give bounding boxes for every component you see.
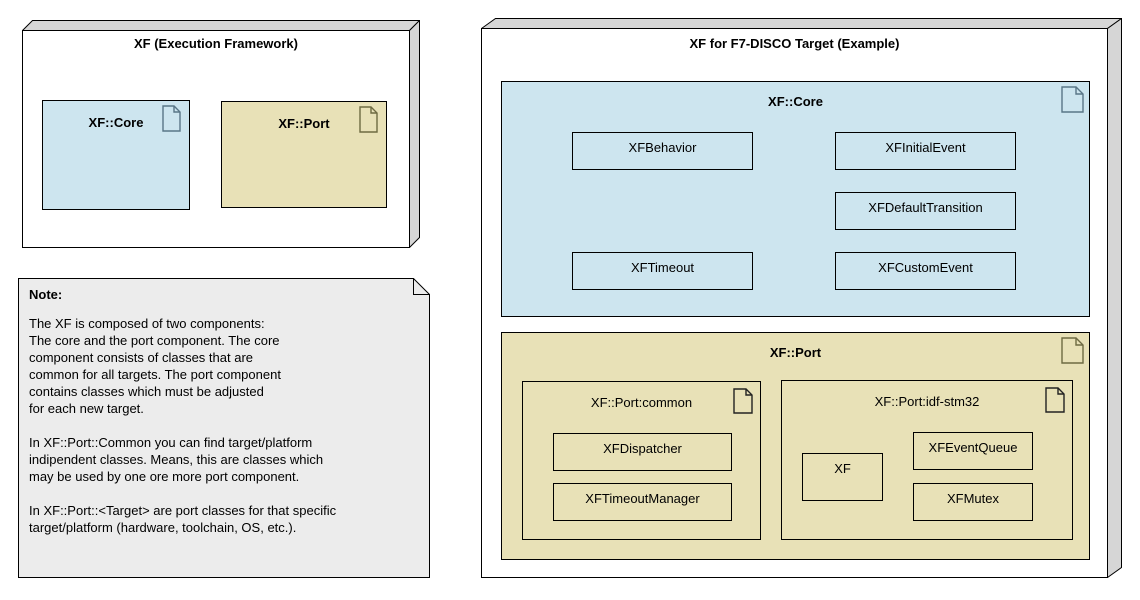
note-document-icon — [1061, 86, 1084, 113]
note-document-icon — [1045, 387, 1065, 413]
class-xfeventqueue: XFEventQueue — [913, 432, 1033, 470]
package-xf-core: XF::Core XFBehavior XFInitialEvent XFDef… — [501, 81, 1090, 317]
class-xfinitialevent: XFInitialEvent — [835, 132, 1016, 170]
node-title-f7-disco: XF for F7-DISCO Target (Example) — [689, 36, 900, 51]
node-title-execution-framework: XF (Execution Framework) — [134, 36, 298, 51]
class-xftimeoutmanager: XFTimeoutManager — [553, 483, 732, 521]
package-xf-port-idf-stm32-title: XF::Port:idf-stm32 — [874, 394, 980, 409]
note-document-icon — [359, 106, 378, 133]
package-xf-core-title: XF::Core — [768, 94, 823, 109]
class-xf: XF — [802, 453, 883, 501]
component-xf-core: XF::Core — [42, 100, 190, 210]
note-heading: Note: — [29, 287, 63, 302]
package-xf-port-idf-stm32: XF::Port:idf-stm32 XF XFEventQueue XFMut… — [781, 380, 1073, 540]
component-xf-port-label: XF::Port — [278, 116, 330, 131]
note-document-icon — [162, 105, 181, 132]
class-xfbehavior: XFBehavior — [572, 132, 753, 170]
package-xf-port-title: XF::Port — [769, 345, 822, 360]
node-execution-framework: XF (Execution Framework) XF::Core XF::Po… — [22, 20, 420, 248]
package-xf-port-common: XF::Port:common XFDispatcher XFTimeoutMa… — [522, 381, 761, 540]
package-xf-port-common-title: XF::Port:common — [590, 395, 693, 410]
node-f7-disco-target: XF for F7-DISCO Target (Example) XF::Cor… — [481, 18, 1122, 578]
note-body: The XF is composed of two components: Th… — [29, 316, 337, 535]
class-xfcustomevent: XFCustomEvent — [835, 252, 1016, 290]
class-xfmutex: XFMutex — [913, 483, 1033, 521]
component-xf-core-label: XF::Core — [88, 115, 144, 130]
class-xftimeout: XFTimeout — [572, 252, 753, 290]
component-xf-port: XF::Port — [221, 101, 387, 208]
note: Note: The XF is composed of two componen… — [18, 278, 430, 578]
class-xfdefaulttransition: XFDefaultTransition — [835, 192, 1016, 230]
note-document-icon — [733, 388, 753, 414]
package-xf-port: XF::Port XF::Port:common XFDispatcher XF… — [501, 332, 1090, 560]
note-document-icon — [1061, 337, 1084, 364]
class-xfdispatcher: XFDispatcher — [553, 433, 732, 471]
